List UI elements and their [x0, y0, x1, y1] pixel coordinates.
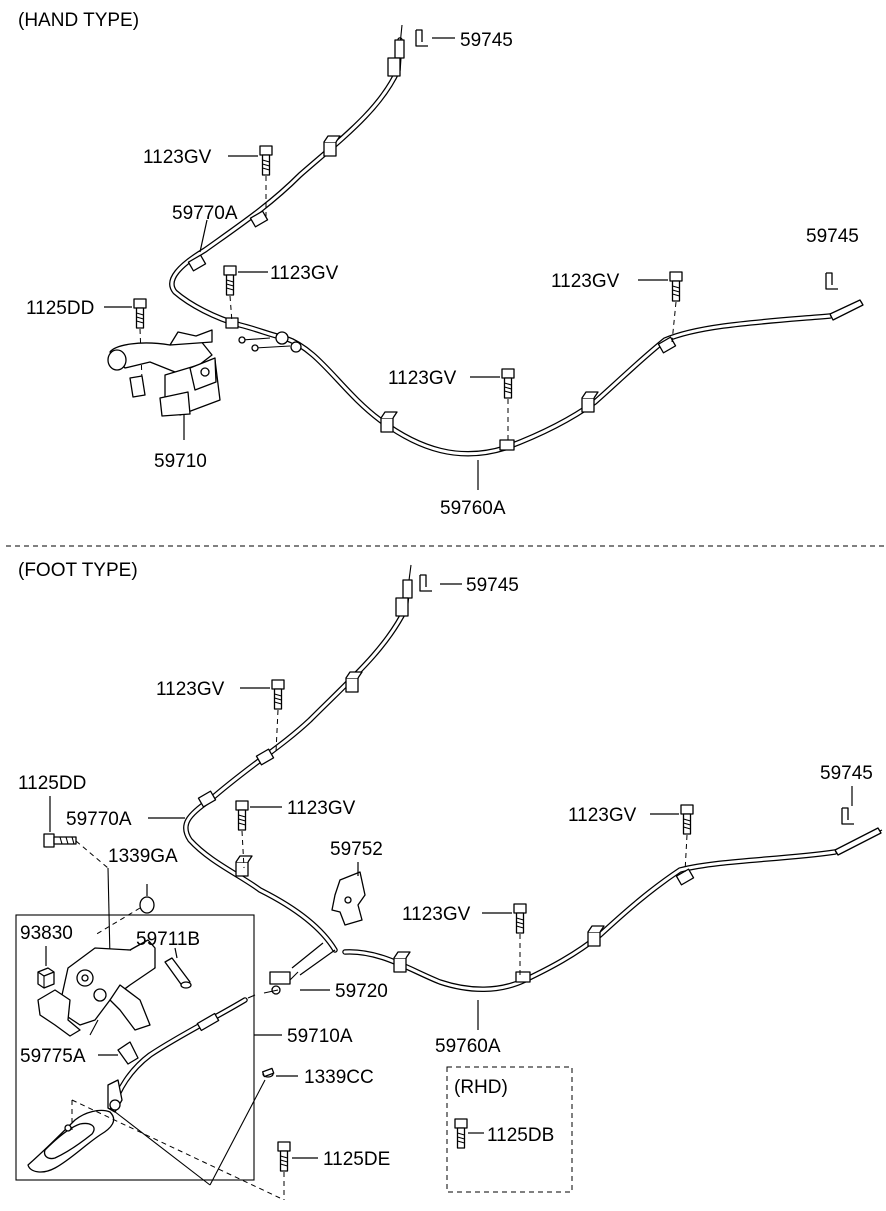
- foot-label-bolt-upper: 1123GV: [156, 679, 225, 700]
- foot-label-equalizer: 59720: [335, 981, 388, 1002]
- rhd-bolt: [454, 1118, 468, 1149]
- hand-label-bolt-rear: 1123GV: [551, 271, 620, 292]
- hand-bolt-mid: [223, 265, 237, 296]
- foot-label-bracket: 59752: [330, 839, 383, 860]
- hand-bolt-rear-mid: [501, 368, 515, 399]
- foot-clip-top: [419, 574, 433, 592]
- hand-rear-cable: [238, 299, 864, 457]
- foot-label-front-cable: 59770A: [66, 809, 132, 830]
- foot-clip-rear: [841, 807, 855, 825]
- hand-front-cable: [169, 24, 405, 341]
- foot-pad: [37, 967, 55, 989]
- foot-front-cable: [183, 564, 413, 976]
- foot-label-pin: 59711B: [136, 929, 200, 950]
- foot-bolt-pedal: [43, 833, 77, 848]
- hand-lever-assembly: [107, 329, 221, 440]
- foot-label-bolt-rear-mid: 1123GV: [402, 904, 471, 925]
- foot-rear-cable: [342, 827, 883, 992]
- foot-label-bolt-mid: 1123GV: [287, 798, 356, 819]
- foot-label-bolt-pedal: 1125DD: [18, 773, 86, 794]
- hand-bolt-lever: [133, 298, 147, 329]
- rhd-label-bolt: 1125DB: [487, 1125, 554, 1146]
- foot-label-nut: 1339GA: [108, 846, 178, 867]
- foot-bolt-rear: [680, 804, 694, 835]
- foot-bolt-upper: [271, 679, 285, 710]
- hand-label-lever: 59710: [154, 451, 207, 472]
- foot-bracket: [331, 871, 366, 926]
- foot-label-clip-rear: 59745: [820, 763, 873, 784]
- foot-nut-small: [261, 1067, 275, 1078]
- foot-pin: [164, 957, 192, 989]
- foot-label-rear-cable: 59760A: [435, 1036, 501, 1057]
- section-title-foot-type: (FOOT TYPE): [18, 560, 138, 581]
- hand-label-bolt-lever: 1125DD: [26, 298, 94, 319]
- foot-nut: [139, 896, 155, 914]
- foot-pedal-mechanism: [37, 939, 156, 1037]
- foot-label-pad: 93830: [20, 923, 73, 944]
- hand-label-clip-top: 59745: [460, 30, 513, 51]
- hand-bolt-upper: [259, 145, 273, 176]
- foot-equalizer: [263, 971, 299, 995]
- section-title-hand-type: (HAND TYPE): [18, 10, 139, 31]
- foot-label-bolt-rear: 1123GV: [568, 805, 637, 826]
- foot-bolt-mid: [235, 800, 249, 831]
- hand-label-bolt-upper: 1123GV: [143, 147, 212, 168]
- hand-label-bolt-mid: 1123GV: [270, 263, 339, 284]
- hand-label-clip-rear: 59745: [806, 226, 859, 247]
- foot-bolt-bottom: [277, 1141, 291, 1172]
- hand-label-rear-cable: 59760A: [440, 498, 506, 519]
- foot-pedal-lever: [27, 1079, 123, 1173]
- hand-clip-top: [415, 29, 429, 47]
- foot-label-clip-small: 59775A: [20, 1046, 86, 1067]
- foot-label-bolt-bottom: 1125DE: [323, 1149, 390, 1170]
- rhd-title: (RHD): [454, 1077, 508, 1098]
- foot-label-nut-small: 1339CC: [304, 1067, 374, 1088]
- foot-bolt-rear-mid: [513, 903, 527, 934]
- foot-label-clip-top: 59745: [466, 575, 519, 596]
- foot-clip-small: [117, 1041, 139, 1065]
- hand-clip-rear: [825, 272, 839, 290]
- hand-label-bolt-rear-mid: 1123GV: [388, 368, 457, 389]
- foot-label-pedal: 59710A: [287, 1026, 353, 1047]
- hand-bolt-rear: [669, 271, 683, 302]
- pedal-assembly-box: [15, 914, 255, 1181]
- hand-label-front-cable: 59770A: [172, 203, 238, 224]
